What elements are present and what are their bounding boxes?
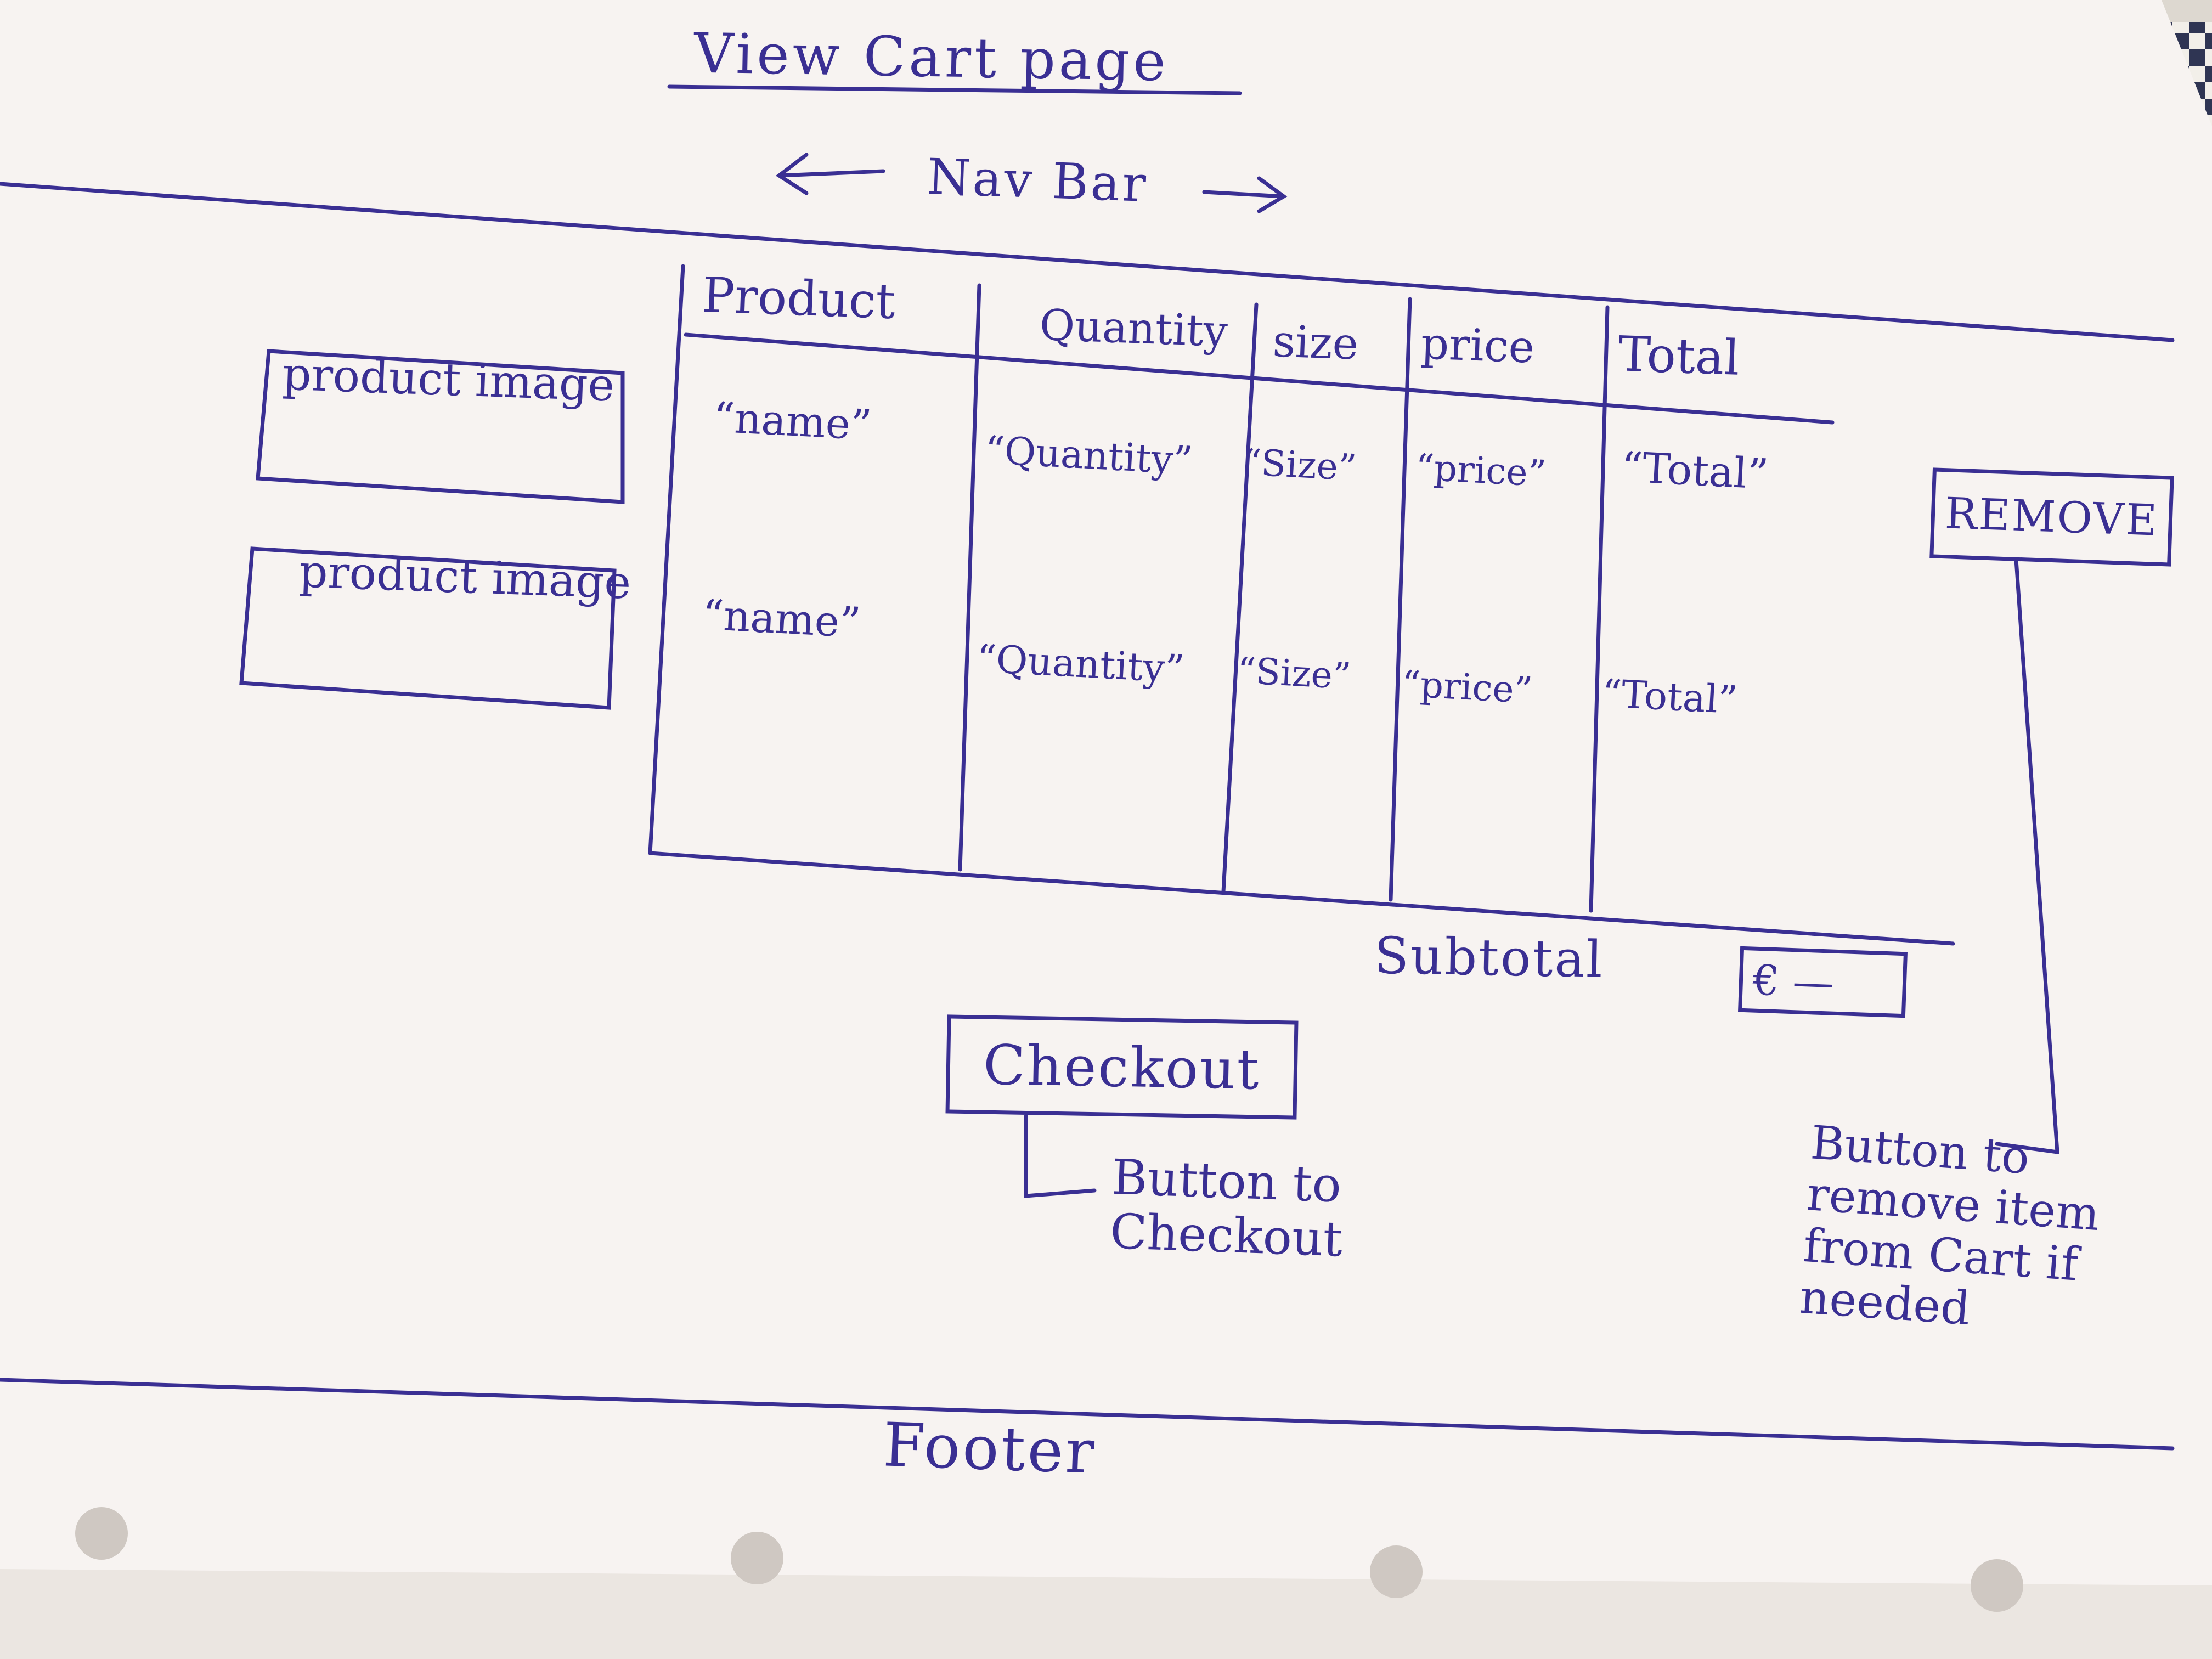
product-image-1: product image — [281, 348, 616, 412]
cart-cell-name: “name” — [701, 590, 862, 647]
footer-label: Footer — [882, 1409, 1098, 1487]
remove-callout-line — [1995, 557, 2059, 1155]
table-left-border — [648, 264, 685, 855]
product-image-box — [239, 546, 617, 710]
cart-cell-quantity: “Quantity” — [975, 636, 1186, 692]
cart-cell-quantity: “Quantity” — [984, 427, 1194, 483]
checkout-callout-line — [1024, 1114, 1097, 1198]
remove-button-label: REMOVE — [1944, 488, 2160, 546]
checkout-note: Button to Checkout — [1109, 1148, 1344, 1268]
subtotal-value-box: € — — [1737, 946, 1908, 1018]
column-header-quantity: Quantity — [1039, 301, 1229, 357]
nav-right-arrow — [1257, 176, 1288, 213]
nav-left-arrow — [777, 169, 885, 178]
table-column-divider — [1221, 302, 1259, 894]
binder-hole — [731, 1532, 783, 1584]
cart-cell-total: “Total” — [1601, 670, 1739, 723]
page-title: View Cart page — [693, 21, 1170, 94]
cart-cell-price: “price” — [1414, 445, 1548, 495]
product-image-box — [256, 349, 625, 504]
remove-button[interactable]: REMOVE — [1929, 467, 2174, 567]
binder-hole — [1370, 1545, 1423, 1598]
nav-right-arrow — [1202, 190, 1286, 199]
nav-bar-placeholder[interactable]: Nav Bar — [926, 148, 1149, 213]
cart-cell-total: “Total” — [1620, 442, 1770, 499]
column-header-size: size — [1272, 315, 1359, 370]
checkout-button[interactable]: Checkout — [945, 1014, 1299, 1120]
column-header-price: price — [1420, 318, 1536, 373]
binder-hole — [75, 1507, 128, 1560]
product-image-2: product image — [298, 545, 632, 610]
table-header-divider — [684, 332, 1835, 425]
cart-cell-size: “Size” — [1236, 649, 1352, 698]
subtotal-label: Subtotal — [1374, 926, 1605, 989]
cart-cell-price: “price” — [1401, 662, 1534, 712]
column-header-product: Product — [701, 266, 896, 330]
table-bottom-border — [648, 851, 1955, 946]
column-header-total: Total — [1617, 325, 1741, 386]
table-column-divider — [1389, 297, 1412, 902]
table-column-divider — [1589, 305, 1610, 913]
remove-note: Button to remove item from Cart if neede… — [1798, 1115, 2102, 1336]
nav-left-arrow — [775, 153, 809, 195]
binder-hole — [1971, 1559, 2023, 1612]
table-column-divider — [958, 283, 981, 872]
subtotal-value: € — — [1752, 955, 1836, 1007]
nav-divider — [0, 182, 2175, 342]
cart-cell-name: “name” — [712, 392, 873, 450]
checkout-button-label: Checkout — [983, 1032, 1261, 1102]
footer-divider — [0, 1378, 2175, 1451]
title-underline — [667, 84, 1242, 95]
cart-cell-size: “Size” — [1242, 441, 1358, 489]
